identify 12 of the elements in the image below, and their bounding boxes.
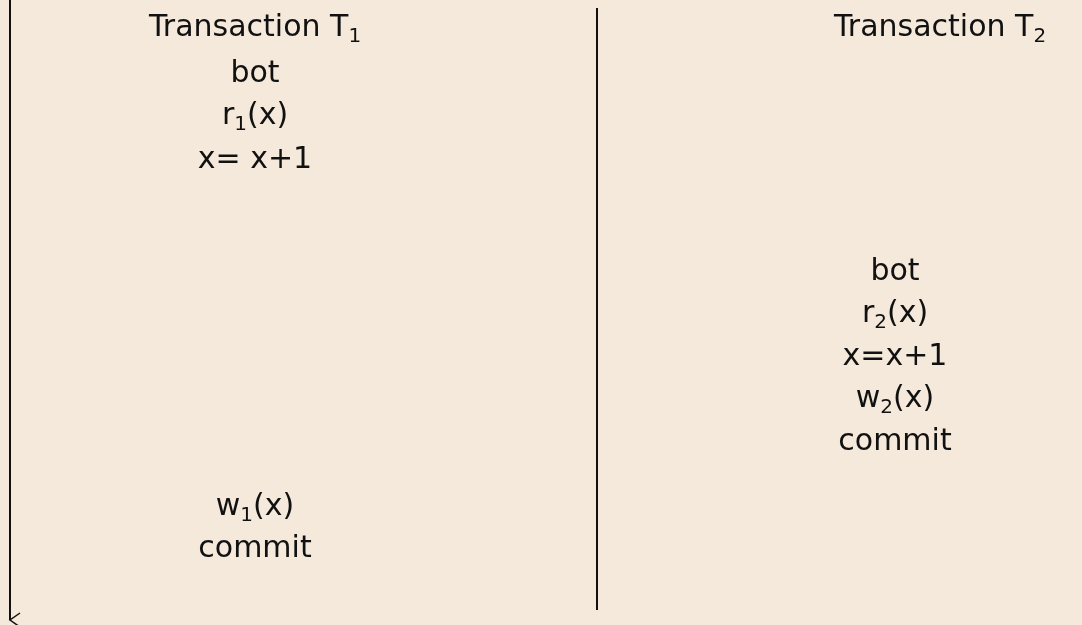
operation-text: bot — [870, 252, 920, 288]
transaction-heading: Transaction T$_{2}$ — [833, 8, 1047, 44]
operation-text: bot — [230, 54, 280, 90]
operation-text: x= x+1 — [197, 140, 313, 176]
operation-text: x=x+1 — [842, 337, 948, 373]
operation-text: commit — [838, 422, 952, 458]
operation-text: w$_{2}$(x) — [855, 379, 935, 415]
operation-text: r$_{2}$(x) — [861, 294, 929, 330]
operation-text: r$_{1}$(x) — [221, 96, 289, 132]
operation-text: w$_{1}$(x) — [215, 487, 295, 523]
operation-text: commit — [198, 529, 312, 565]
transaction-heading: Transaction T$_{1}$ — [148, 8, 362, 44]
